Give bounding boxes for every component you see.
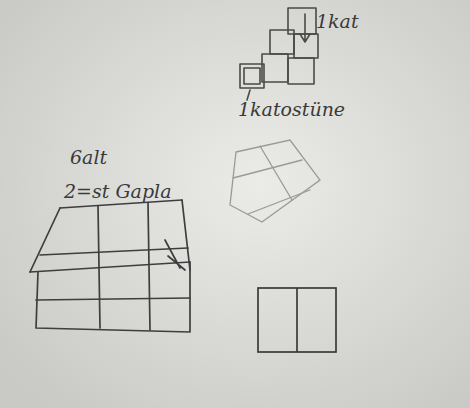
note-label: 6alt: [70, 148, 107, 167]
note-label: 2=st Gapla: [64, 182, 172, 201]
floor-label: 1kat: [316, 12, 359, 31]
box-sketch: [30, 200, 190, 332]
staircase-squares: [240, 8, 318, 100]
faint-grid-sketch: [230, 140, 320, 222]
square-sketch: [258, 288, 336, 352]
floor-label: 1katostüne: [238, 100, 345, 119]
